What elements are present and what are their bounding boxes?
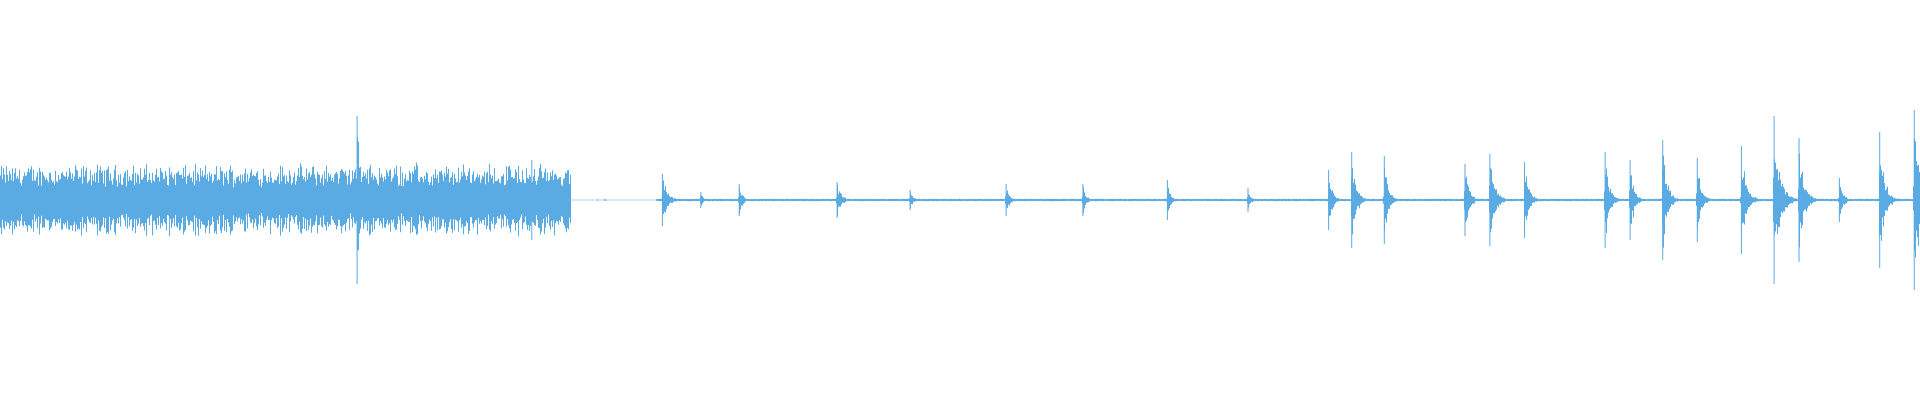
waveform-canvas xyxy=(0,110,1920,290)
audio-waveform xyxy=(0,110,1920,290)
